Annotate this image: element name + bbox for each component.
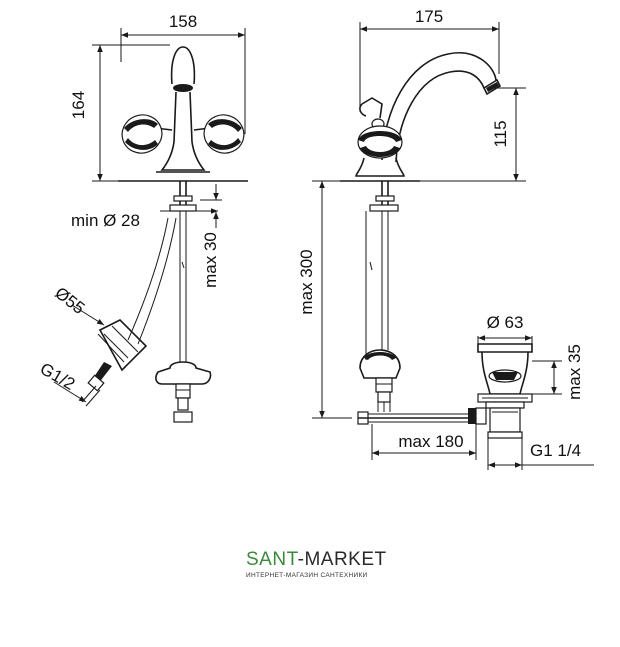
width-dimension-158: 158 xyxy=(120,12,246,134)
drain-diameter-dimension: Ø 63 xyxy=(477,313,533,344)
rod-length-dimension: max 180 xyxy=(371,424,477,460)
dimension-label-max-180: max 180 xyxy=(398,432,463,451)
dimension-label-g1-14: G1 1/4 xyxy=(530,441,581,460)
dimension-label-175: 175 xyxy=(415,7,443,26)
dimension-label-158: 158 xyxy=(169,12,197,31)
brand-name-part2: -MARKET xyxy=(297,549,387,570)
dimension-label-max-300: max 300 xyxy=(297,249,316,314)
dimension-label-min-hole: min Ø 28 xyxy=(71,211,140,230)
dimension-label-d55: Ø55 xyxy=(51,283,88,318)
dimension-label-max-30: max 30 xyxy=(201,232,220,288)
right-handle xyxy=(193,114,245,154)
height-dimension-164: 164 xyxy=(69,44,170,182)
brand-logo: SANT-MARKET ИНТЕРНЕТ-МАГАЗИН САНТЕХНИКИ xyxy=(246,549,386,579)
brand-tagline: ИНТЕРНЕТ-МАГАЗИН САНТЕХНИКИ xyxy=(246,572,368,579)
thread-dimension: G1/2 xyxy=(37,359,87,403)
width-dimension-175: 175 xyxy=(359,7,500,112)
dimension-label-115: 115 xyxy=(491,120,510,147)
front-view: 158 164 xyxy=(37,12,248,423)
max-length-dimension: max 300 xyxy=(297,180,352,419)
side-view: 175 115 xyxy=(297,7,594,470)
dimension-label-max-35: max 35 xyxy=(565,344,584,400)
brand-name-part1: SANT xyxy=(246,549,298,570)
height-dimension-115: 115 xyxy=(410,87,526,182)
drain-assembly xyxy=(468,343,533,439)
min-hole-dimension: min Ø 28 xyxy=(71,208,218,230)
flexible-hose xyxy=(81,217,177,407)
dimension-label-164: 164 xyxy=(69,91,88,119)
side-body xyxy=(340,97,420,182)
dimension-label-g12: G1/2 xyxy=(37,359,78,394)
drain-thread-dimension: G1 1/4 xyxy=(487,438,594,470)
spout xyxy=(381,52,502,163)
dimension-label-d63: Ø 63 xyxy=(487,313,524,332)
left-handle xyxy=(121,114,173,154)
flange-diameter-dimension: Ø55 xyxy=(51,283,105,326)
faucet-body xyxy=(118,46,248,182)
mounting-assembly xyxy=(155,181,212,423)
drain-height-dimension: max 35 xyxy=(532,344,584,400)
side-mounting xyxy=(357,181,476,425)
brand-name: SANT-MARKET xyxy=(246,549,386,571)
max-thickness-dimension: max 30 xyxy=(200,184,222,288)
